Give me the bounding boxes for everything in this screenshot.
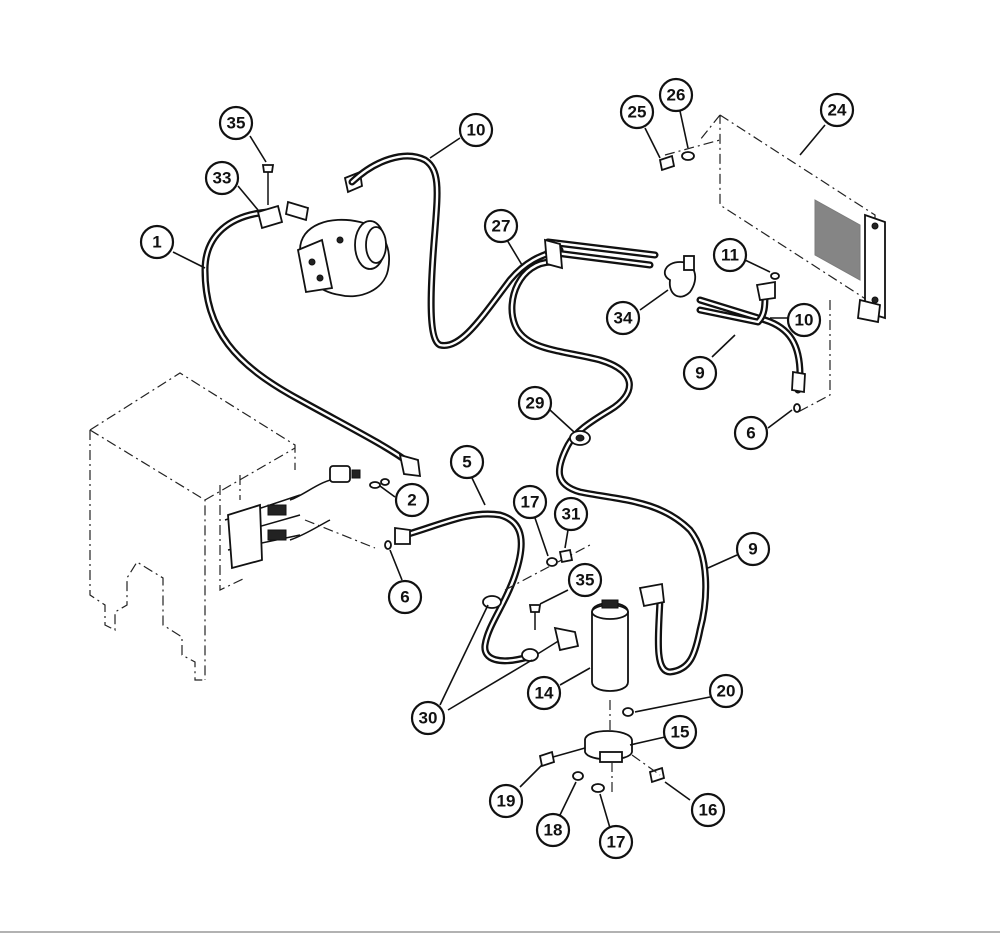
hose-27 bbox=[508, 238, 710, 676]
hose-10 bbox=[348, 152, 564, 349]
callout-20[interactable]: 20 bbox=[708, 673, 744, 709]
nut-18-washer-17 bbox=[572, 771, 605, 793]
callout-label: 5 bbox=[462, 453, 471, 472]
callout-11[interactable]: 11 bbox=[712, 237, 748, 273]
callout-label: 20 bbox=[717, 682, 736, 701]
callout-label: 31 bbox=[562, 505, 581, 524]
bracket-15 bbox=[584, 707, 634, 795]
hose-1 bbox=[201, 208, 422, 478]
grommet-29 bbox=[569, 430, 591, 446]
callout-18[interactable]: 18 bbox=[535, 812, 571, 848]
hose-10-upper bbox=[696, 280, 776, 326]
condenser-24 bbox=[664, 114, 886, 413]
callout-label: 11 bbox=[721, 246, 739, 265]
callout-9-lower[interactable]: 9 bbox=[735, 531, 771, 567]
callout-label: 14 bbox=[535, 684, 554, 703]
callout-29[interactable]: 29 bbox=[517, 385, 553, 421]
callout-label: 2 bbox=[407, 491, 416, 510]
callout-label: 30 bbox=[419, 709, 438, 728]
callout-24[interactable]: 24 bbox=[819, 92, 855, 128]
grommets-30 bbox=[482, 595, 539, 662]
callout-label: 19 bbox=[497, 792, 516, 811]
clamp-34 bbox=[663, 255, 697, 298]
callout-label: 33 bbox=[213, 169, 232, 188]
callout-35-upper[interactable]: 35 bbox=[218, 105, 254, 141]
callout-label: 26 bbox=[667, 86, 686, 105]
hardware-17-31 bbox=[504, 544, 591, 591]
callout-6-right[interactable]: 6 bbox=[733, 415, 769, 451]
callout-label: 10 bbox=[795, 311, 814, 330]
callout-label: 17 bbox=[607, 833, 626, 852]
callout-label: 17 bbox=[521, 493, 540, 512]
callout-26[interactable]: 26 bbox=[658, 77, 694, 113]
o-ring-6-right bbox=[793, 403, 801, 413]
callout-9-upper[interactable]: 9 bbox=[682, 355, 718, 391]
leader-lines bbox=[172, 110, 826, 829]
callout-label: 6 bbox=[746, 424, 755, 443]
hose-9-upper bbox=[696, 296, 806, 394]
callout-27[interactable]: 27 bbox=[483, 208, 519, 244]
callout-1[interactable]: 1 bbox=[139, 224, 175, 260]
callout-label: 15 bbox=[671, 723, 690, 742]
callout-label: 25 bbox=[628, 103, 647, 122]
callout-label: 29 bbox=[526, 394, 545, 413]
callout-10-lower[interactable]: 10 bbox=[786, 302, 822, 338]
o-ring-2 bbox=[369, 478, 390, 489]
o-ring-11 bbox=[770, 272, 780, 280]
callout-6-left[interactable]: 6 bbox=[387, 579, 423, 615]
callout-19[interactable]: 19 bbox=[488, 783, 524, 819]
bolt-16 bbox=[631, 754, 666, 784]
callout-label: 34 bbox=[614, 309, 633, 328]
callout-label: 1 bbox=[152, 233, 161, 252]
callout-17-lower[interactable]: 17 bbox=[598, 824, 634, 860]
callout-14[interactable]: 14 bbox=[526, 675, 562, 711]
compressor bbox=[284, 170, 390, 298]
evaporator-housing bbox=[89, 372, 376, 681]
callout-label: 27 bbox=[492, 217, 511, 236]
hardware-25-26 bbox=[658, 151, 695, 172]
callout-label: 18 bbox=[544, 821, 563, 840]
callout-5[interactable]: 5 bbox=[449, 444, 485, 480]
callout-label: 9 bbox=[695, 364, 704, 383]
callout-label: 35 bbox=[576, 571, 595, 590]
bolt-35-lower bbox=[528, 604, 542, 630]
callout-label: 10 bbox=[467, 121, 486, 140]
callout-label: 16 bbox=[699, 801, 718, 820]
callout-25[interactable]: 25 bbox=[619, 94, 655, 130]
callout-30[interactable]: 30 bbox=[410, 700, 446, 736]
callout-17-upper[interactable]: 17 bbox=[512, 484, 548, 520]
callout-2[interactable]: 2 bbox=[394, 482, 430, 518]
callout-35-lower[interactable]: 35 bbox=[567, 562, 603, 598]
callout-16[interactable]: 16 bbox=[690, 792, 726, 828]
callout-33[interactable]: 33 bbox=[204, 160, 240, 196]
callout-34[interactable]: 34 bbox=[605, 300, 641, 336]
callout-label: 6 bbox=[400, 588, 409, 607]
bolt-19 bbox=[538, 747, 586, 768]
clip-33 bbox=[256, 164, 284, 230]
callout-label: 35 bbox=[227, 114, 246, 133]
receiver-drier-14 bbox=[591, 582, 665, 730]
callout-15[interactable]: 15 bbox=[662, 714, 698, 750]
callout-10-upper[interactable]: 10 bbox=[458, 112, 494, 148]
callout-label: 9 bbox=[748, 540, 757, 559]
callout-label: 24 bbox=[828, 101, 847, 120]
hose-5 bbox=[384, 510, 580, 665]
callout-31[interactable]: 31 bbox=[553, 496, 589, 532]
